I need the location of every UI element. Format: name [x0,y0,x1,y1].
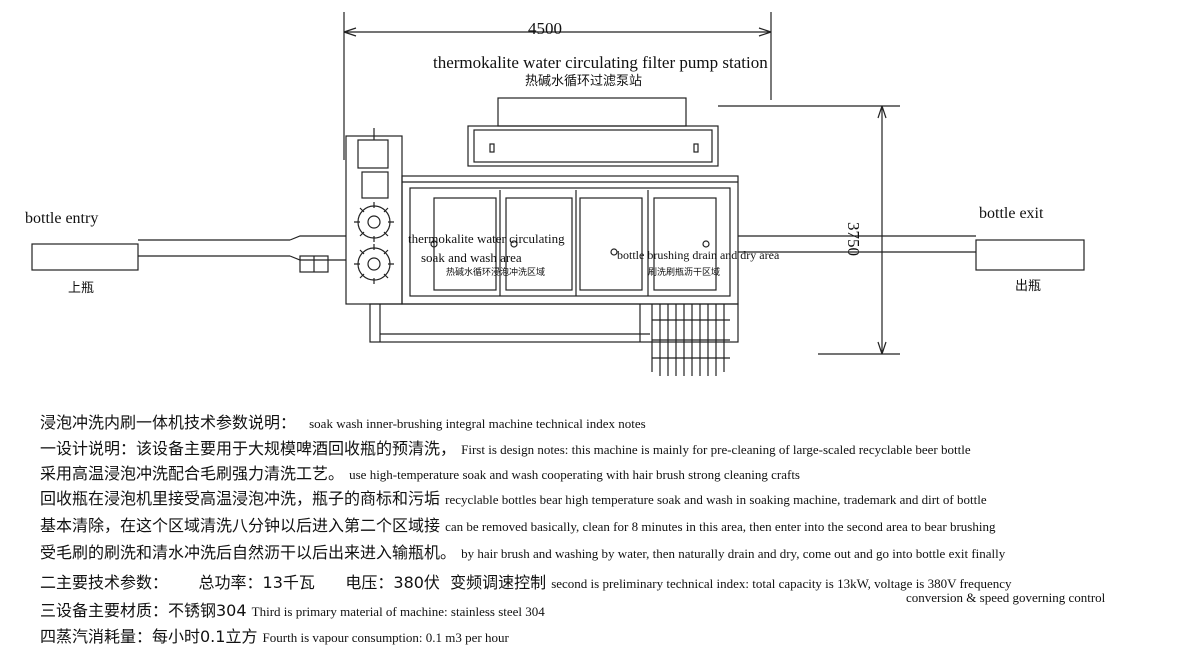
bottle-entry-label-en: bottle entry [25,210,99,227]
note-en: second is preliminary technical index: t… [551,576,1012,591]
note-zh: 四蒸汽消耗量：每小时0.1立方 [40,627,258,646]
brush-area-label-zh: 刷洗刷瓶沥干区域 [648,268,721,278]
pump-station-label-en: thermokalite water circulating filter pu… [433,53,768,72]
infeed-conveyor [31,235,346,271]
note-row: 四蒸汽消耗量：每小时0.1立方 Fourth is vapour consump… [40,623,509,647]
note-en: use high-temperature soak and wash coope… [349,467,800,482]
note-row: 三设备主要材质：不锈钢304 Third is primary material… [40,597,545,621]
height-dimension-label: 3750 [844,222,863,256]
note-en-continuation: conversion & speed governing control [906,590,1106,605]
note-zh: 采用高温浸泡冲洗配合毛刷强力清洗工艺。 [40,464,345,483]
note-zh: 受毛刷的刷洗和清水冲洗后自然沥干以后出来进入输瓶机。 [40,543,457,562]
note-row: 受毛刷的刷洗和清水冲洗后自然沥干以后出来进入输瓶机。 by hair brush… [40,539,1005,563]
note-row: 基本清除，在这个区域清洗八分钟以后进入第二个区域接 can be removed… [40,512,995,536]
note-zh: 浸泡冲洗内刷一体机技术参数说明： [40,413,297,432]
note-zh: 回收瓶在浸泡机里接受高温浸泡冲洗，瓶子的商标和污垢 [40,489,441,508]
note-en: soak wash inner-brushing integral machin… [309,416,646,431]
note-row: 一设计说明：该设备主要用于大规模啤酒回收瓶的预清洗， First is desi… [40,435,971,459]
width-dimension-line [343,12,772,160]
machine-layout-drawing [31,12,1085,376]
note-row: 二主要技术参数： 总功率：13千瓦 电压：380伏 变频调速控制 second … [40,569,1012,593]
note-en: recyclable bottles bear high temperature… [445,492,987,507]
note-zh: 一设计说明：该设备主要用于大规模啤酒回收瓶的预清洗， [40,439,457,458]
note-row: 采用高温浸泡冲洗配合毛刷强力清洗工艺。 use high-temperature… [40,460,800,484]
note-row: 浸泡冲洗内刷一体机技术参数说明： soak wash inner-brushin… [40,409,646,433]
outfeed-conveyor [738,235,1085,271]
pump-station [467,97,719,167]
note-en: First is design notes: this machine is m… [461,442,971,457]
machine-body [369,175,739,376]
note-en: can be removed basically, clean for 8 mi… [445,519,996,534]
bottle-exit-label-en: bottle exit [979,205,1044,222]
note-row: 回收瓶在浸泡机里接受高温浸泡冲洗，瓶子的商标和污垢 recyclable bot… [40,485,987,509]
height-dimension-line [718,105,900,355]
soak-area-label-en-2: soak and wash area [421,250,522,265]
note-en: by hair brush and washing by water, then… [461,546,1006,561]
note-en: Fourth is vapour consumption: 0.1 m3 per… [262,630,509,645]
bottle-exit-label-zh: 出瓶 [1015,279,1042,294]
note-zh: 基本清除，在这个区域清洗八分钟以后进入第二个区域接 [40,516,441,535]
note-zh: 三设备主要材质：不锈钢304 [40,601,247,620]
soak-area-label-zh: 热碱水循环浸泡冲洗区域 [446,268,546,278]
bottle-entry-label-zh: 上瓶 [68,281,95,296]
brush-area-label-en: bottle brushing drain and dry area [617,248,780,262]
soak-area-label-en-1: thermokalite water circulating [408,231,565,246]
note-en: Third is primary material of machine: st… [251,604,545,619]
width-dimension-label: 4500 [528,19,562,38]
drive-unit [299,128,403,305]
pump-station-label-zh: 热碱水循环过滤泵站 [525,74,643,89]
note-zh: 二主要技术参数： 总功率：13千瓦 电压：380伏 变频调速控制 [40,573,547,592]
